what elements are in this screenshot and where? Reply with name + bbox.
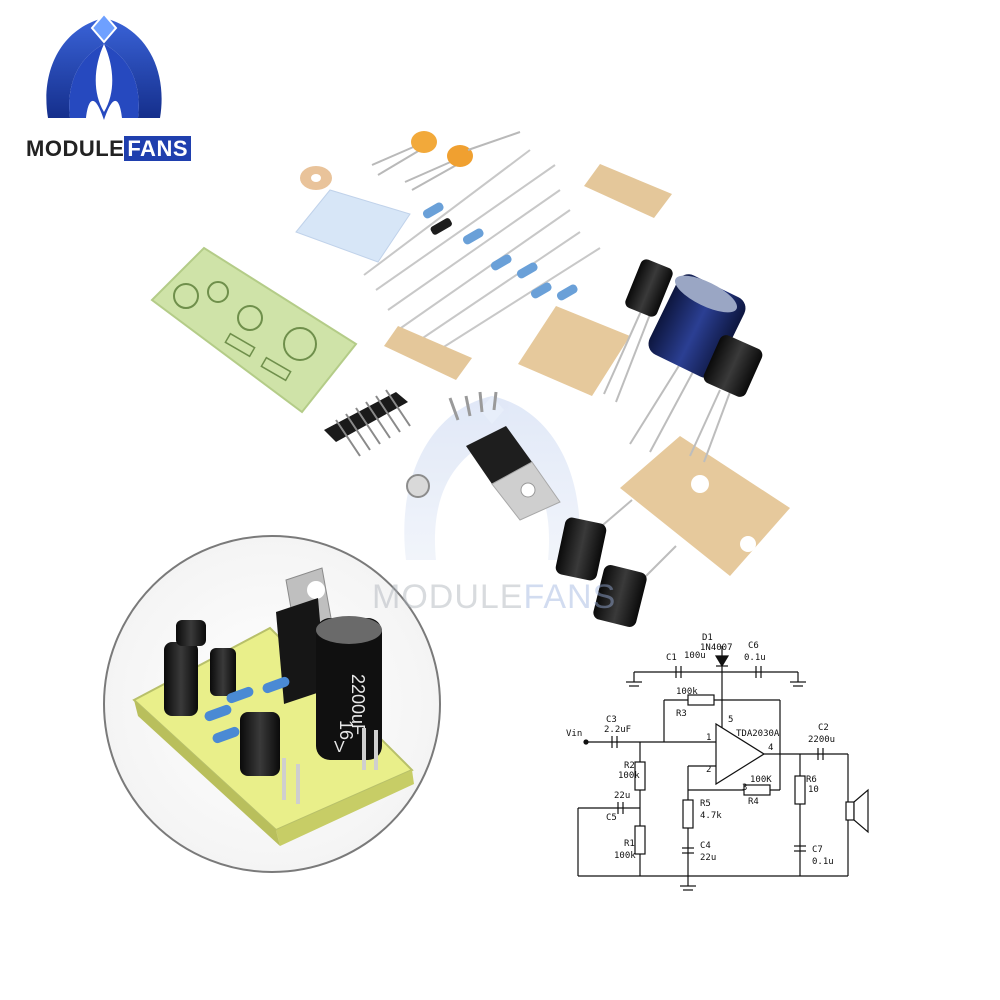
screw-icon [406, 474, 430, 498]
c6-label: C6 [748, 641, 759, 651]
r5-value: 4.7k [700, 811, 722, 821]
r2-value: 100k [618, 771, 640, 781]
r1-value: 100k [614, 851, 636, 861]
r4-label: R4 [748, 797, 759, 807]
capacitor-voltage: 16 [336, 720, 356, 740]
c1-value: 100u [684, 651, 706, 661]
watermark-module-text: MODULE [372, 578, 524, 616]
r6-value: 10 [808, 785, 819, 795]
c3-value: 2.2uF [604, 725, 631, 735]
c2-value: 2200u [808, 735, 835, 745]
assembled-board-photo: 2200uF 16 V [103, 535, 441, 873]
resistor-body-icon [462, 228, 484, 245]
c6-value: 0.1u [744, 653, 766, 663]
ic-to220-icon [448, 391, 561, 521]
pin4-label: 4 [768, 743, 773, 753]
r1-label: R1 [624, 839, 635, 849]
brand-logo-icon [46, 12, 162, 120]
paper-tape-icon [584, 164, 672, 218]
r4-value: 100K [750, 775, 772, 785]
c7-label: C7 [812, 845, 823, 855]
c3-label: C3 [606, 715, 617, 725]
brand-fans-text: FANS [124, 136, 192, 161]
c5-value: 22u [614, 791, 630, 801]
r5-label: R5 [700, 799, 711, 809]
electrolytic-capacitor-icon [603, 259, 673, 403]
pin1-label: 1 [706, 733, 711, 743]
electrolytic-capacitor-icon [593, 545, 677, 628]
c7-value: 0.1u [812, 857, 834, 867]
d1-label: D1 [702, 633, 713, 643]
c2-label: C2 [818, 723, 829, 733]
c4-value: 22u [700, 853, 716, 863]
r2-label: R2 [624, 761, 635, 771]
capacitor-label: 2200uF [348, 674, 368, 735]
resistor-body-icon [530, 282, 552, 299]
r6-label: R6 [806, 775, 817, 785]
schematic-labels: D1 1N4007 C6 0.1u C1 100u 100k R3 TDA203… [566, 633, 835, 867]
paper-tape-icon [384, 326, 472, 380]
insulator-pad-icon [295, 189, 411, 263]
watermark-wordmark: MODULEFANS [372, 578, 616, 617]
c5-label: C5 [606, 813, 617, 823]
diode-icon [430, 218, 452, 235]
d1-part-label: 1N4007 [700, 643, 733, 653]
c4-label: C4 [700, 841, 711, 851]
brand-module-text: MODULE [26, 136, 125, 161]
resistor-body-icon [516, 262, 538, 279]
r3-label: R3 [676, 709, 687, 719]
resistor-body-icon [556, 284, 578, 301]
resistor-body-icon [490, 254, 512, 271]
electrolytic-capacitor-icon [689, 335, 763, 463]
r3-value: 100k [676, 687, 698, 697]
pin3-label: 3 [742, 783, 747, 793]
watermark-fans-text: FANS [523, 578, 617, 616]
pin2-label: 2 [706, 765, 711, 775]
ic-label: TDA2030A [736, 729, 780, 739]
ceramic-capacitor-icon [371, 131, 521, 191]
pin-header-icon [324, 389, 411, 457]
capacitor-voltage-unit: V [334, 739, 345, 756]
pin5-label: 5 [728, 715, 733, 725]
washer-icon [300, 166, 332, 190]
c1-label: C1 [666, 653, 677, 663]
pcb-board-icon [150, 246, 358, 414]
electrolytic-capacitor-icon [555, 499, 633, 581]
paper-tape-icon [518, 306, 630, 396]
vin-label: Vin [566, 729, 582, 739]
watermark-logo-icon [404, 396, 580, 560]
resistor-body-icon [422, 202, 444, 219]
circuit-schematic [577, 646, 869, 891]
resistor-icon [363, 149, 601, 363]
